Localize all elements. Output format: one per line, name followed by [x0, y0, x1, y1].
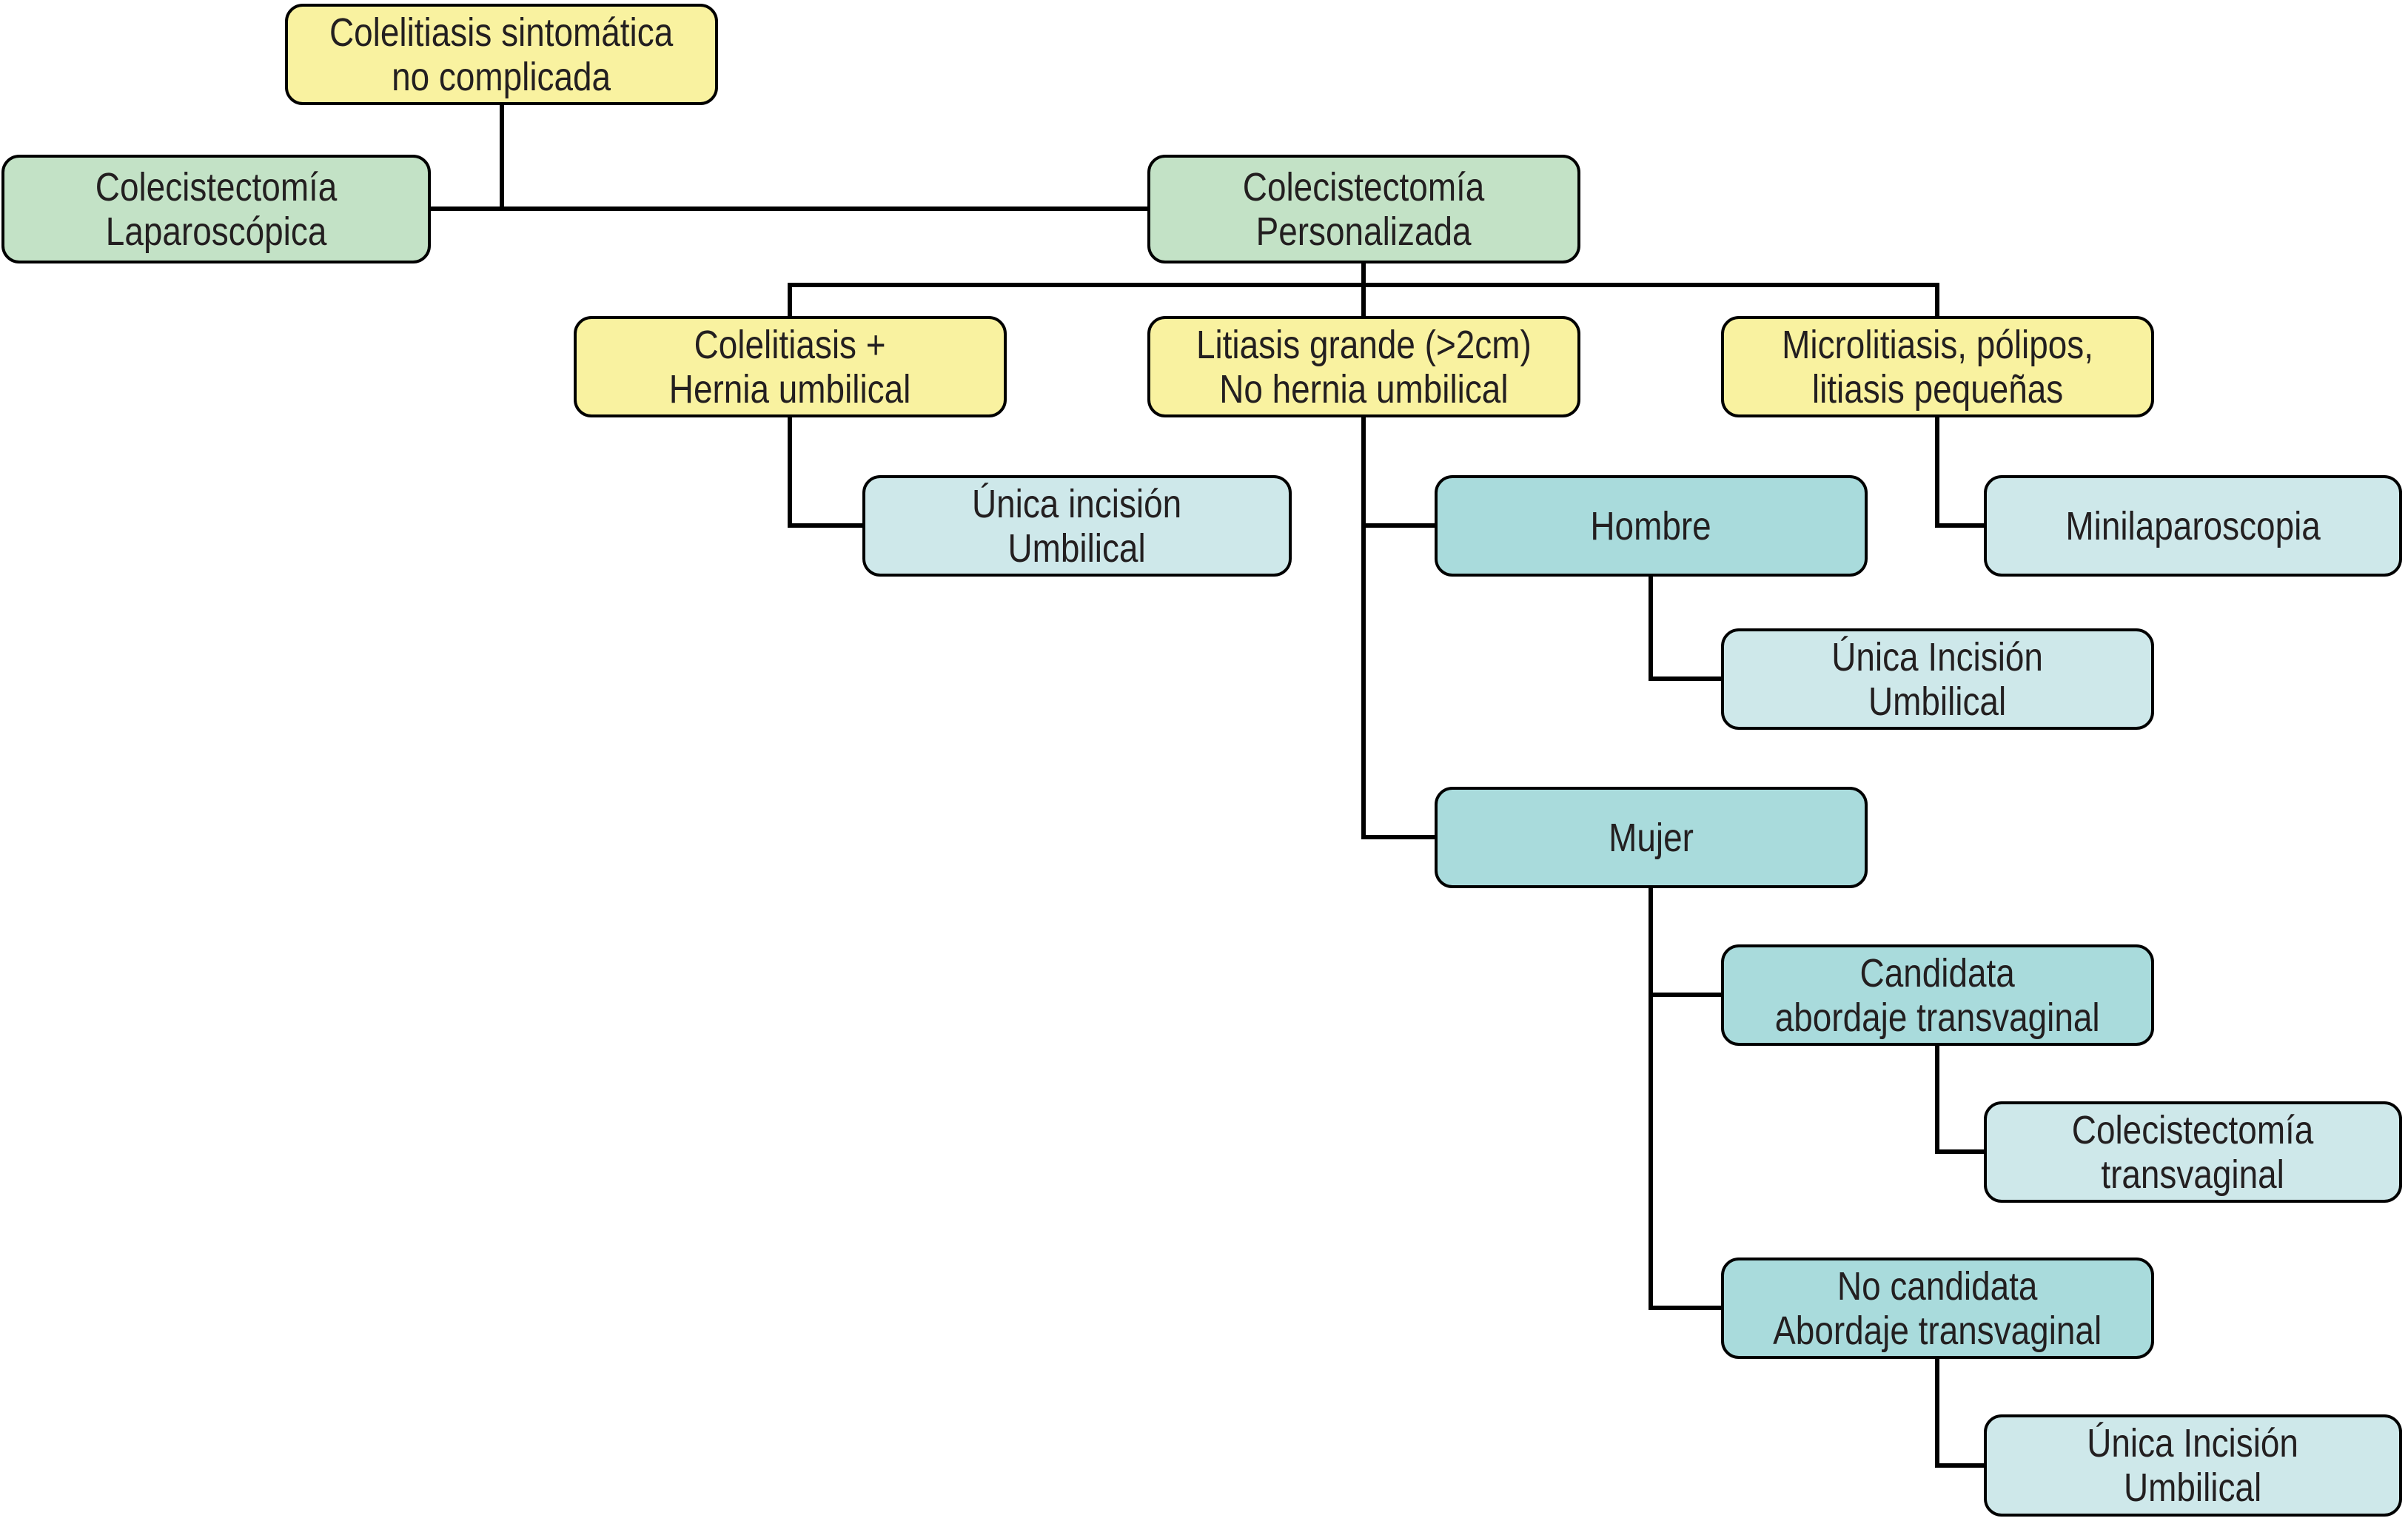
node-label: Mujer: [1609, 815, 1694, 860]
node-label: Minilaparoscopia: [2065, 503, 2321, 548]
node-minilaparoscopia: Minilaparoscopia: [1984, 475, 2402, 577]
node-colelitiasis-hernia-umbilical: Colelitiasis + Hernia umbilical: [574, 316, 1007, 417]
node-label: Microlitiasis, pólipos, litiasis pequeña…: [1782, 322, 2093, 412]
edge-litiasis-to-mujer-rail: [1361, 415, 1437, 839]
edge-hombre-to-unica-incision: [1649, 574, 1723, 681]
node-unica-incision-umbilical-2: Única Incisión Umbilical: [1721, 628, 2154, 730]
node-label: Hombre: [1590, 503, 1712, 548]
node-microlitiasis-polipos: Microlitiasis, pólipos, litiasis pequeña…: [1721, 316, 2154, 417]
edge-nocandidata-to-unica-incision: [1935, 1357, 1986, 1468]
node-unica-incision-umbilical-3: Única Incisión Umbilical: [1984, 1414, 2402, 1517]
node-label: Candidata abordaje transvaginal: [1775, 950, 2100, 1040]
edge-mujer-rail: [1649, 886, 1723, 1310]
node-label: Colecistectomía Laparoscópica: [95, 164, 338, 254]
node-label: No candidata Abordaje transvaginal: [1773, 1263, 2102, 1353]
node-label: Colecistectomía Personalizada: [1243, 164, 1485, 254]
node-label: Única Incisión Umbilical: [2087, 1421, 2299, 1510]
node-litiasis-grande: Litiasis grande (>2cm) No hernia umbilic…: [1147, 316, 1580, 417]
edge-microlitiasis-to-minilaparoscopia: [1935, 415, 1986, 528]
node-colecistectomia-personalizada: Colecistectomía Personalizada: [1147, 155, 1580, 263]
node-label: Colelitiasis sintomática no complicada: [329, 10, 674, 99]
node-unica-incision-umbilical-1: Única incisión Umbilical: [862, 475, 1292, 577]
node-label: Colelitiasis + Hernia umbilical: [669, 322, 911, 412]
node-colelitiasis-sintomatica: Colelitiasis sintomática no complicada: [285, 4, 718, 105]
node-label: Litiasis grande (>2cm) No hernia umbilic…: [1196, 322, 1532, 412]
edge-hernia-to-unica-incision: [788, 415, 865, 528]
node-colecistectomia-laparoscopica: Colecistectomía Laparoscópica: [1, 155, 431, 263]
node-no-candidata-transvaginal: No candidata Abordaje transvaginal: [1721, 1258, 2154, 1359]
edge-candidata-to-colecistectomia-transvaginal: [1935, 1044, 1986, 1154]
node-hombre: Hombre: [1435, 475, 1868, 577]
node-mujer: Mujer: [1435, 787, 1868, 888]
node-colecistectomia-transvaginal: Colecistectomía transvaginal: [1984, 1101, 2402, 1203]
node-label: Única Incisión Umbilical: [1831, 634, 2044, 724]
node-label: Colecistectomía transvaginal: [2072, 1107, 2314, 1197]
node-candidata-transvaginal: Candidata abordaje transvaginal: [1721, 944, 2154, 1046]
node-label: Única incisión Umbilical: [972, 481, 1182, 571]
